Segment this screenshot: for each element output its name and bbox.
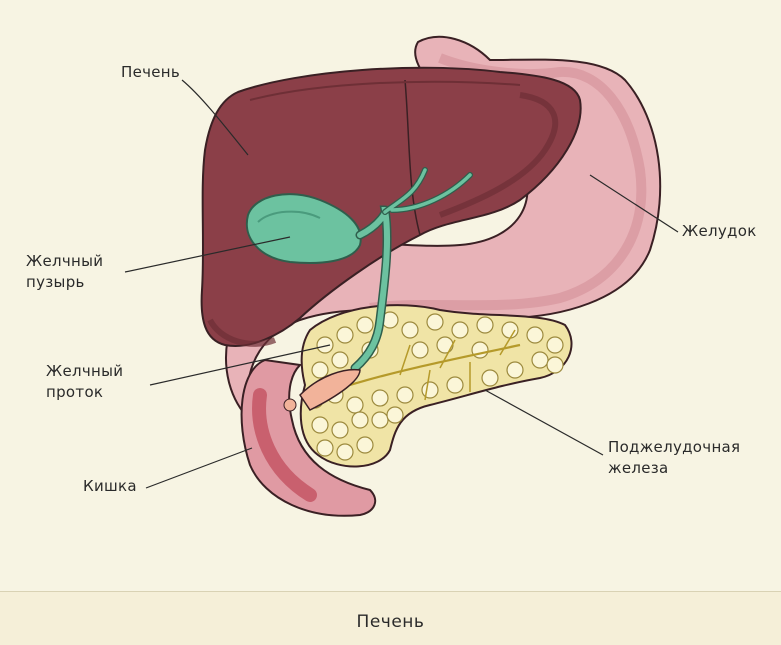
liver-label: Печень — [121, 63, 180, 81]
stomach-label: Желудок — [682, 222, 757, 240]
digestive-organs-illustration: Печень Желчный пузырь Желчный проток Киш… — [26, 35, 757, 517]
pancreas-lobule — [411, 341, 429, 359]
pancreas-lobule — [386, 406, 404, 424]
pancreas-lobule — [546, 356, 564, 374]
intestine-leader — [145, 447, 253, 489]
gallbladder-label-line2: пузырь — [26, 273, 85, 291]
pancreas-lobule — [426, 313, 444, 331]
pancreas-lobule — [446, 376, 464, 394]
pancreas-lobule — [531, 351, 549, 369]
pancreas-lobule — [311, 361, 329, 379]
gallbladder-shape — [245, 193, 362, 265]
pancreas-label-line2: железа — [608, 459, 669, 477]
pancreas-lobule — [546, 336, 564, 354]
pancreas-lobule — [371, 411, 389, 429]
pancreas-lobule — [401, 321, 419, 339]
pancreas-lobule — [481, 369, 499, 387]
stomach-leader — [589, 174, 679, 233]
bile-duct-shape — [283, 167, 473, 412]
pancreas-leader — [484, 389, 604, 456]
pancreas-lobule — [526, 326, 544, 344]
pancreas-label-line1: Поджелудочная — [608, 438, 740, 456]
pancreas-lobule — [396, 386, 414, 404]
caption: Печень — [356, 612, 425, 632]
pancreas-lobule — [311, 416, 329, 434]
intestine-shape — [240, 358, 377, 517]
gallbladder-leader — [124, 236, 291, 273]
pancreas-lobule — [506, 361, 524, 379]
intestine-label: Кишка — [83, 477, 137, 495]
liver-leader — [181, 79, 249, 156]
gallbladder-label-line1: Желчный — [26, 252, 103, 270]
pancreas-lobules — [306, 311, 564, 461]
pancreas-lobule — [316, 439, 334, 457]
pancreas-lobule — [421, 381, 439, 399]
bile-duct-leader — [149, 344, 331, 386]
bile-duct-label-line1: Желчный — [46, 362, 123, 380]
pancreas-lobule — [316, 336, 334, 354]
pancreas-lobule — [356, 436, 374, 454]
pancreas-lobule — [476, 316, 494, 334]
pancreas-lobule — [371, 389, 389, 407]
bile-duct-label-line2: проток — [46, 383, 103, 401]
pancreas-lobule — [451, 321, 469, 339]
pancreas-lobule — [501, 321, 519, 339]
pancreas-lobule — [331, 351, 349, 369]
caption-bar: Печень — [0, 591, 781, 645]
pancreas-lobule — [336, 326, 354, 344]
pancreas-lobule — [336, 443, 354, 461]
pancreas-lobule — [351, 411, 369, 429]
pancreas-lobule — [356, 316, 374, 334]
pancreas-lobule — [331, 421, 349, 439]
pancreas-lobule — [436, 336, 454, 354]
pancreas-lobule — [346, 396, 364, 414]
